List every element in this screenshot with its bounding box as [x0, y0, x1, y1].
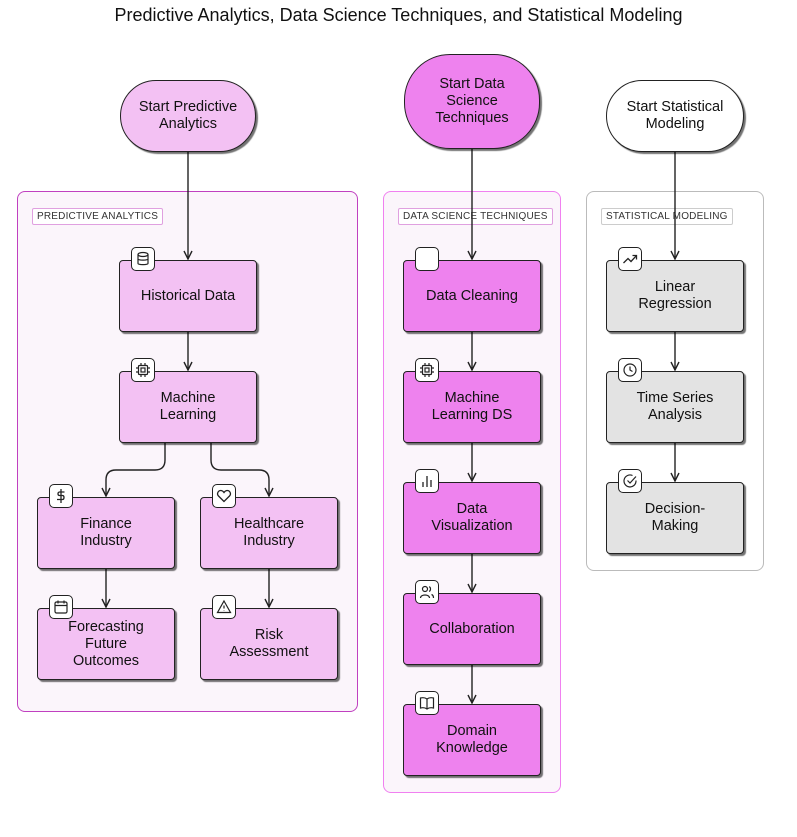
start-label: Start Statistical Modeling — [626, 99, 724, 132]
start-label: Start Data Science Techniques — [435, 76, 509, 126]
node-data-visualization[interactable]: Data Visualization — [403, 482, 541, 554]
node-label: Collaboration — [429, 620, 515, 637]
calendar-icon — [49, 595, 73, 619]
node-machine-learning[interactable]: Machine Learning — [119, 371, 257, 443]
node-label: Healthcare Industry — [233, 516, 305, 549]
node-label: Data Cleaning — [426, 287, 518, 304]
start-statistical-modeling[interactable]: Start Statistical Modeling — [606, 80, 744, 152]
node-label: Historical Data — [140, 287, 236, 304]
blank-icon — [415, 247, 439, 271]
heart-icon — [212, 484, 236, 508]
cpu-icon — [415, 358, 439, 382]
edge-ml-to-healthcare — [210, 443, 269, 496]
book-icon — [415, 691, 439, 715]
check-circle-icon — [618, 469, 642, 493]
users-icon — [415, 580, 439, 604]
node-forecasting[interactable]: Forecasting Future Outcomes — [37, 608, 175, 680]
trending-up-icon — [618, 247, 642, 271]
node-machine-learning-ds[interactable]: Machine Learning DS — [403, 371, 541, 443]
dollar-icon — [49, 484, 73, 508]
clock-icon — [618, 358, 642, 382]
warning-icon — [212, 595, 236, 619]
bar-chart-icon — [415, 469, 439, 493]
database-icon — [131, 247, 155, 271]
cpu-icon — [131, 358, 155, 382]
node-linear-regression[interactable]: Linear Regression — [606, 260, 744, 332]
node-label: Risk Assessment — [229, 627, 309, 660]
start-data-science[interactable]: Start Data Science Techniques — [404, 54, 540, 149]
node-label: Decision-Making — [644, 501, 706, 534]
node-finance-industry[interactable]: Finance Industry — [37, 497, 175, 569]
cluster-label: PREDICTIVE ANALYTICS — [32, 208, 164, 225]
node-domain-knowledge[interactable]: Domain Knowledge — [403, 704, 541, 776]
node-label: Time Series Analysis — [636, 390, 714, 423]
node-label: Forecasting Future Outcomes — [68, 618, 144, 669]
node-label: Machine Learning — [159, 390, 217, 423]
node-time-series[interactable]: Time Series Analysis — [606, 371, 744, 443]
node-label: Data Visualization — [431, 501, 513, 534]
node-label: Domain Knowledge — [436, 723, 508, 756]
cluster-label: DATA SCIENCE TECHNIQUES — [398, 208, 553, 225]
node-collaboration[interactable]: Collaboration — [403, 593, 541, 665]
cluster-label: STATISTICAL MODELING — [601, 208, 733, 225]
node-label: Finance Industry — [80, 516, 132, 549]
node-label: Machine Learning DS — [431, 390, 513, 423]
node-healthcare-industry[interactable]: Healthcare Industry — [200, 497, 338, 569]
edge-ml-to-finance — [106, 443, 166, 496]
diagram-title: Predictive Analytics, Data Science Techn… — [114, 5, 683, 25]
start-predictive-analytics[interactable]: Start Predictive Analytics — [120, 80, 256, 152]
node-decision-making[interactable]: Decision-Making — [606, 482, 744, 554]
start-label: Start Predictive Analytics — [138, 99, 238, 132]
node-data-cleaning[interactable]: Data Cleaning — [403, 260, 541, 332]
node-historical-data[interactable]: Historical Data — [119, 260, 257, 332]
node-risk-assessment[interactable]: Risk Assessment — [200, 608, 338, 680]
node-label: Linear Regression — [638, 279, 712, 312]
